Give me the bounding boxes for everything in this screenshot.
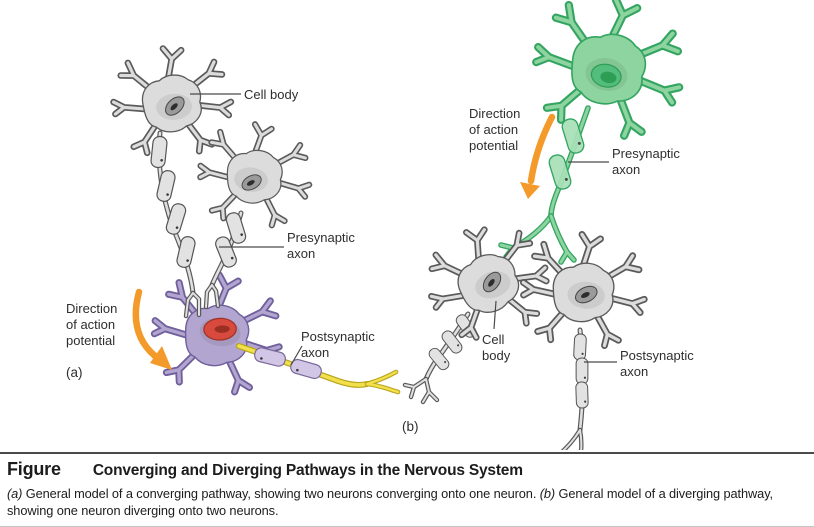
label-direction-a: Direction of action potential <box>66 301 118 348</box>
label-direction-b: Direction of action potential <box>469 106 521 153</box>
label-cell-body-b: Cell body <box>482 332 511 363</box>
postsynaptic-neuron <box>147 267 288 397</box>
caption-heading: Figure Converging and Diverging Pathways … <box>7 459 807 480</box>
caption-a-text: General model of a converging pathway, s… <box>22 486 540 501</box>
myelin-segment <box>572 333 588 361</box>
caption-b-label: (b) <box>539 486 556 501</box>
action-potential-arrow-b <box>520 113 556 199</box>
figure-word: Figure <box>7 459 61 479</box>
postsynaptic-axon-a <box>236 343 401 395</box>
label-presynaptic-axon-b: Presynaptic axon <box>612 146 680 177</box>
myelin-segment <box>288 357 324 381</box>
caption-a-label: (a) <box>7 486 23 501</box>
panel-a-tag: (a) <box>66 365 83 380</box>
postsynaptic-neuron-left <box>416 213 560 349</box>
caption-body: (a) General model of a converging pathwa… <box>7 485 807 519</box>
postsynaptic-neuron-right <box>519 231 648 348</box>
myelin-segment <box>149 135 169 169</box>
caption-b-text: General model of a diverging pathway, sh… <box>7 486 773 518</box>
leader-cell-body-b <box>493 300 497 330</box>
panel-b-tag: (b) <box>402 419 419 434</box>
presynaptic-axon-2 <box>203 210 248 310</box>
action-potential-arrow-a <box>132 288 172 370</box>
myelin-segment <box>252 345 288 369</box>
figure-caption: Figure Converging and Diverging Pathways … <box>0 452 814 527</box>
diverging-neuron <box>524 0 694 145</box>
myelin-segment <box>575 381 589 409</box>
presynaptic-axon-1 <box>149 130 202 319</box>
right-postsynaptic-axon <box>560 327 589 450</box>
caption-title: Converging and Diverging Pathways in the… <box>92 462 523 479</box>
neuron-diagram <box>0 0 814 450</box>
label-postsynaptic-axon-a: Postsynaptic axon <box>301 329 375 360</box>
leader-postsynaptic-a <box>290 345 303 366</box>
presynaptic-neuron-2 <box>195 119 315 229</box>
label-cell-body-a: Cell body <box>244 87 299 102</box>
label-presynaptic-axon-a: Presynaptic axon <box>287 230 355 261</box>
label-postsynaptic-axon-b: Postsynaptic axon <box>620 348 694 379</box>
left-postsynaptic-axon <box>402 311 479 405</box>
presynaptic-neuron-1 <box>110 44 234 157</box>
